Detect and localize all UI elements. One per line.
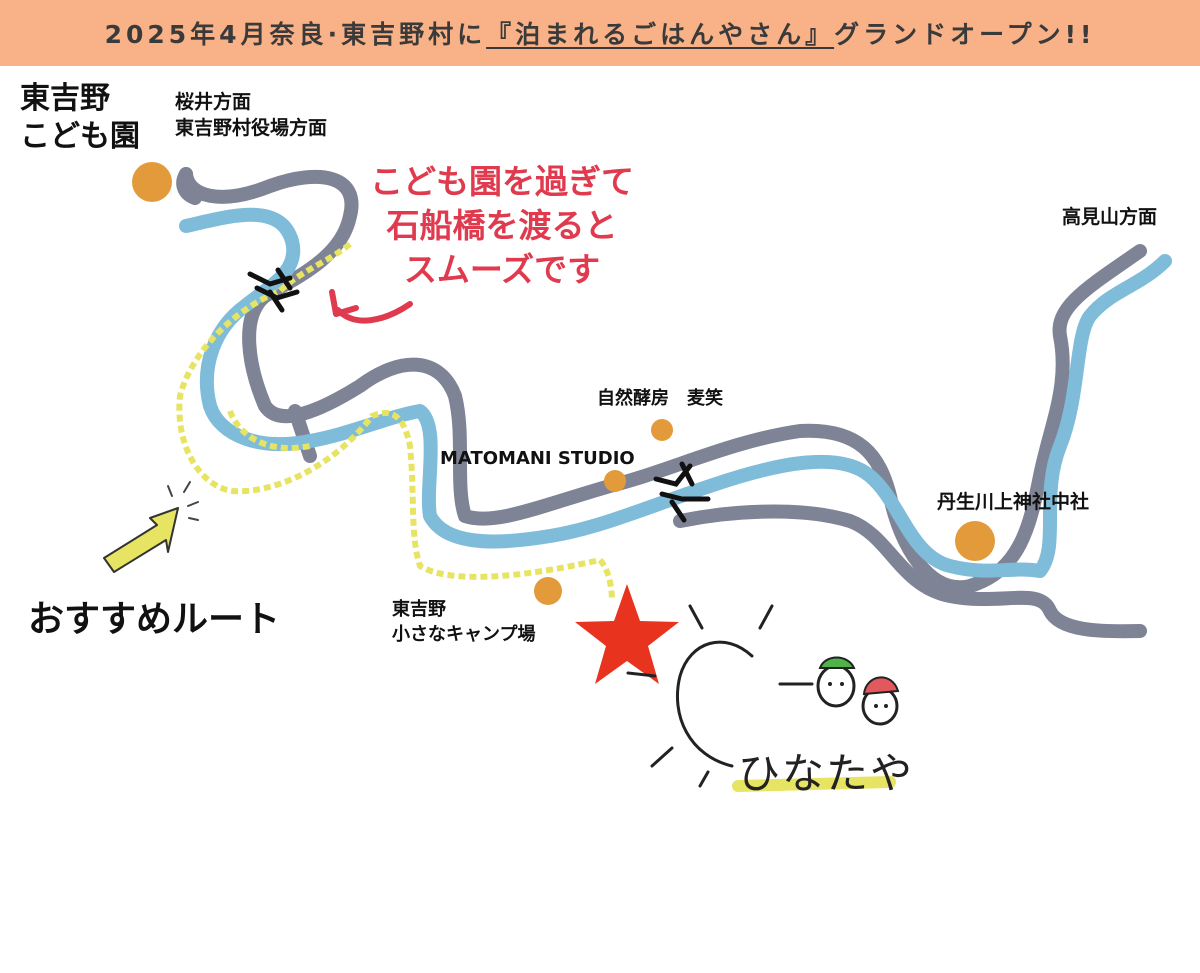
curved-arrow-icon [329,289,413,324]
bakusho-dot [651,419,673,441]
camp-label: 東吉野 小さなキャンプ場 [392,597,535,647]
bakusho-label: 自然酵房 麦笑 [597,388,723,409]
camp-label-line2: 小さなキャンプ場 [392,624,536,645]
road-lower [673,504,1147,639]
kodomoen-label-line2: こども園 [20,119,140,154]
bridge-icon [653,461,711,523]
header-title: 2025年4月奈良·東吉野村に『泊まれるごはんやさん』グランドオープン!! [105,15,1096,51]
logo-characters [816,656,900,726]
niukawakami-dot [955,521,995,561]
note-line3: スムーズです [403,250,601,289]
route-tip-note: こども園を過ぎて 石船橋を渡ると スムーズです [370,160,634,292]
route-map [103,162,1172,792]
kodomoen-label: 東吉野 こども園 [20,80,140,156]
header-prefix: 2025年4月奈良·東吉野村に [104,20,487,49]
logo-underline [732,776,896,792]
kodomoen-label-line1: 東吉野 [20,81,110,116]
note-line2: 石船橋を渡ると [386,206,618,245]
hinataya-logo-text: ひなたや [738,749,915,798]
camp-label-line1: 東吉野 [392,599,446,620]
kodomoen-dot [132,162,172,202]
route-outline-outer [176,241,615,602]
bridge-icon [247,267,300,313]
header-highlight: 『泊まれるごはんやさん』 [486,20,835,49]
river-path [179,207,1172,578]
road-main [179,167,1147,595]
matomani-label: MATOMANI STUDIO [440,448,635,469]
road-kodomoen [176,167,202,205]
river [179,207,1172,578]
logo-sun-illustration [626,604,814,788]
matomani-dot [604,470,626,492]
niukawakami-label: 丹生川上神社中社 [937,491,1090,513]
camp-dot [534,577,562,605]
route-outline-inner [227,409,311,452]
sakurai-line1: 桜井方面 [175,91,252,113]
pointer-arrow-icon [103,481,199,573]
takamiyama-direction-label: 高見山方面 [1062,206,1158,228]
header-banner: 2025年4月奈良·東吉野村に『泊まれるごはんやさん』グランドオープン!! [0,0,1200,66]
recommended-route-label: おすすめルート [28,599,281,640]
header-suffix: グランドオープン!! [834,20,1096,49]
recommended-route [176,241,615,602]
destination-star-icon [575,584,679,684]
sakurai-direction-label: 桜井方面 東吉野村役場方面 [175,89,327,141]
sakurai-line2: 東吉野村役場方面 [175,117,328,139]
note-line1: こども園を過ぎて [370,162,634,201]
